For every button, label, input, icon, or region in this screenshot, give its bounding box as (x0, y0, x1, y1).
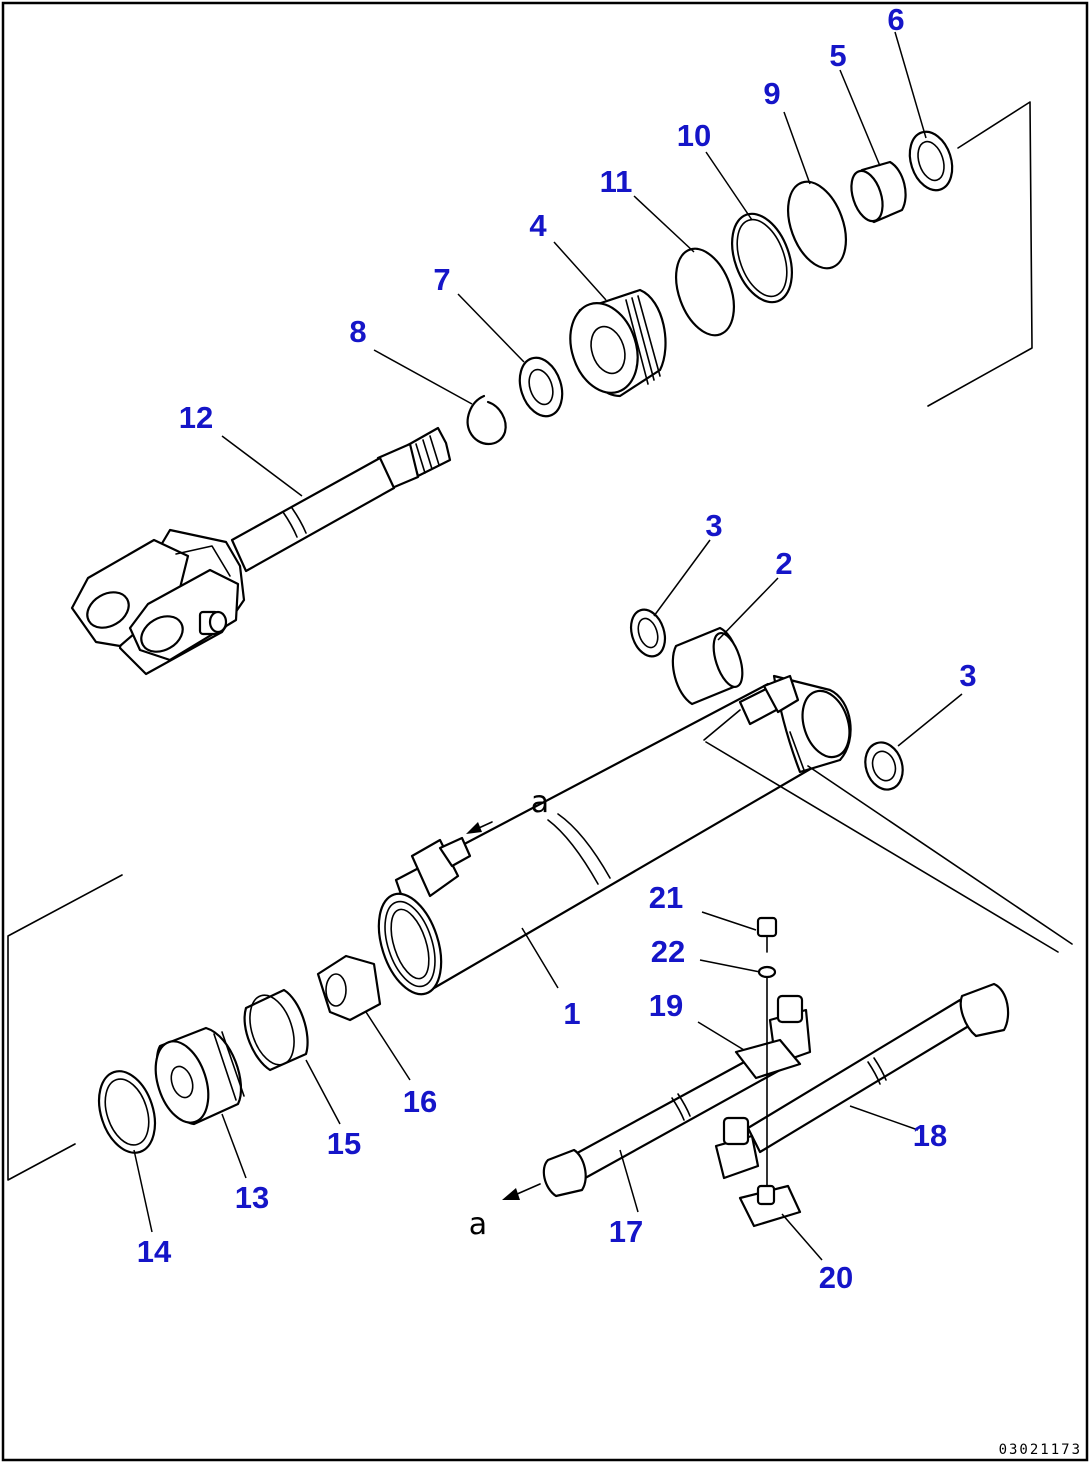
backup-ring-part-10 (731, 212, 793, 304)
dust-seal-part-6 (908, 130, 954, 192)
drawing-reference-code: 03021173 (999, 1442, 1082, 1458)
clamp-part-19 (734, 1038, 802, 1080)
dust-seal-part-3-right (864, 741, 904, 791)
washer-part-22 (757, 965, 777, 979)
bolt-part-21 (756, 916, 778, 953)
callout-4: 4 (529, 208, 547, 243)
callout-16: 16 (403, 1084, 437, 1119)
wear-ring-part-15 (243, 988, 309, 1072)
arrow-a-lower-head (502, 1188, 520, 1200)
callout-22: 22 (651, 934, 685, 969)
callout-18: 18 (913, 1118, 947, 1153)
o-ring-part-11 (675, 247, 735, 337)
callout-15: 15 (327, 1126, 361, 1161)
callout-3-top: 3 (705, 508, 722, 543)
callout-6: 6 (887, 2, 904, 37)
upper-group-bracket (927, 101, 1033, 407)
callout-13: 13 (235, 1180, 269, 1215)
leader-lines (133, 31, 963, 1261)
lower-group-bracket (7, 874, 123, 1181)
piston-seal-part-14 (97, 1070, 157, 1154)
o-ring-part-9 (787, 180, 847, 270)
nut-part-16 (316, 954, 382, 1022)
callout-1: 1 (563, 996, 580, 1031)
alignment-line-1 (705, 741, 1059, 953)
callout-7: 7 (433, 262, 450, 297)
nut-part-7 (518, 356, 564, 418)
arrow-a-upper-head (466, 822, 482, 834)
plate-part-20 (738, 1184, 802, 1228)
callout-12: 12 (179, 400, 213, 435)
snap-ring-part-8 (466, 394, 507, 446)
callout-9: 9 (763, 76, 780, 111)
callout-17: 17 (609, 1214, 643, 1249)
callout-3-right: 3 (959, 658, 976, 693)
tube-part-18 (714, 982, 1010, 1180)
piston-rod-part-12 (70, 426, 452, 676)
dust-seal-part-3-top (629, 608, 667, 658)
callout-10: 10 (677, 118, 711, 153)
callout-20: 20 (819, 1260, 853, 1295)
bushing-part-5 (850, 160, 907, 224)
alignment-line-2 (807, 765, 1073, 945)
callout-5: 5 (829, 38, 846, 73)
tube-part-17 (542, 994, 812, 1198)
connection-marker-a-upper: a (531, 785, 549, 820)
callout-2: 2 (775, 546, 792, 581)
cylinder-tube-part-1 (377, 674, 852, 996)
bushing-part-2 (671, 626, 744, 706)
callout-14: 14 (137, 1234, 172, 1269)
connection-marker-a-lower: a (469, 1207, 487, 1242)
callout-19: 19 (649, 988, 683, 1023)
callout-8: 8 (349, 314, 366, 349)
cylinder-head-part-4 (569, 288, 667, 398)
callout-labels: 6 5 9 10 11 4 7 8 12 3 2 3 1 16 15 13 14… (137, 2, 977, 1295)
callout-21: 21 (649, 880, 683, 915)
piston-part-13 (154, 1026, 245, 1126)
callout-11: 11 (600, 164, 633, 199)
